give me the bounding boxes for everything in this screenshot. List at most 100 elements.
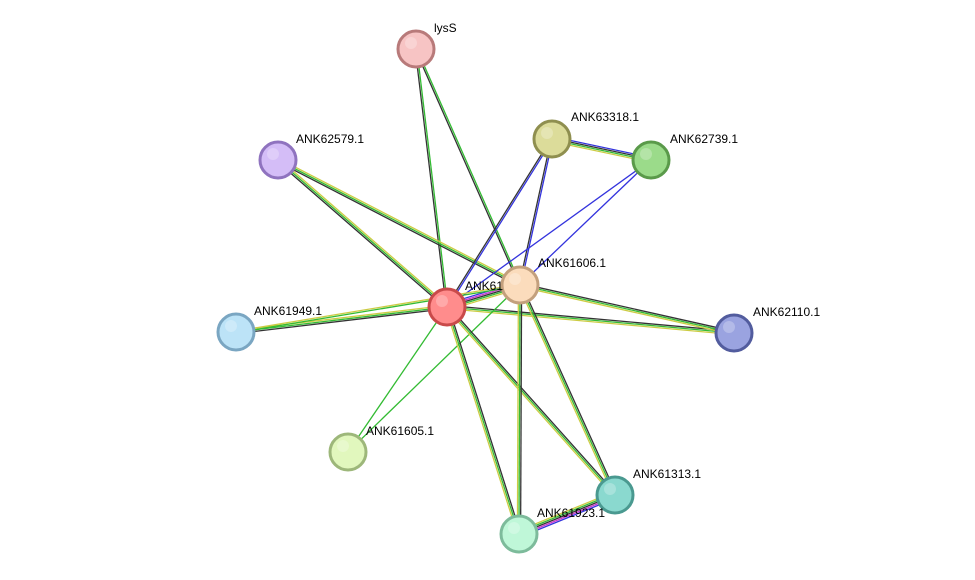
edge-line [414, 49, 520, 286]
edge-ANK61_center-ANK61605.1 [347, 306, 448, 453]
edge-ANK61606.1-lysS [414, 48, 522, 286]
edge-line [519, 285, 734, 336]
edge-line [446, 306, 520, 535]
node-circle[interactable] [427, 287, 467, 327]
node-circle[interactable] [631, 140, 671, 180]
edge-line [276, 160, 447, 309]
node-highlight [604, 483, 616, 495]
edge-ANK61606.1-ANK63318.1 [518, 138, 554, 286]
edge-line [414, 49, 447, 308]
edge-line [277, 159, 521, 286]
edge-line [447, 304, 735, 333]
edge-ANK61_center-ANK61923.1 [444, 306, 522, 535]
edge-line [236, 285, 521, 334]
labels-layer: lysS ANK62579.1 ANK63318.1ANK62739.1ANK616… [254, 21, 820, 520]
edge-ANK61606.1-ANK62739.1 [519, 159, 652, 286]
edge-ANK61_center-lysS [414, 48, 449, 308]
node-ANK62739.1[interactable] [631, 140, 671, 180]
edge-line [235, 306, 448, 333]
node-lysS[interactable] [396, 29, 436, 69]
node-circle[interactable] [258, 140, 298, 180]
node-label: ANK62110.1 [753, 305, 820, 319]
node-highlight [541, 127, 553, 139]
edge-line [446, 306, 735, 334]
node-highlight [509, 273, 521, 285]
edge-line [446, 306, 616, 496]
node-ANK61606.1[interactable] [500, 265, 540, 305]
node-highlight [640, 148, 652, 160]
edge-line [276, 160, 520, 287]
edge-line [347, 306, 448, 453]
edge-line [518, 138, 552, 285]
node-label: ANK61949.1 [254, 304, 322, 318]
node-ANK61923.1[interactable] [499, 514, 539, 554]
edge-ANK61_center-ANK61313.1 [445, 305, 617, 497]
node-circle[interactable] [532, 119, 572, 159]
node-highlight [225, 320, 237, 332]
edge-line [520, 282, 735, 333]
edge-line [235, 304, 447, 332]
node-circle[interactable] [595, 475, 635, 515]
edge-line [236, 307, 448, 335]
edge-line [235, 283, 520, 332]
edge-line [278, 158, 522, 285]
node-label: ANK61606.1 [538, 256, 606, 270]
edge-ANK61606.1-ANK62110.1 [519, 282, 735, 336]
edge-line [519, 284, 616, 496]
node-label: lysS [434, 21, 457, 35]
edge-line [516, 284, 520, 534]
edge-line [347, 284, 521, 453]
edge-line [447, 305, 617, 495]
edge-line [445, 307, 615, 497]
edge-ANK61606.1-ANK61605.1 [347, 284, 521, 453]
node-ANK61313.1[interactable] [595, 475, 635, 515]
edge-line [277, 159, 448, 308]
node-highlight [337, 440, 349, 452]
node-ANK63318.1[interactable] [532, 119, 572, 159]
node-label: ANK61605.1 [366, 424, 434, 438]
node-ANK61949.1[interactable] [216, 312, 256, 352]
node-circle[interactable] [499, 514, 539, 554]
edge-line [519, 285, 523, 535]
edge-line [446, 159, 652, 308]
edge-line [519, 159, 652, 286]
edge-ANK61_center-ANK62110.1 [446, 304, 735, 336]
node-label: ANK61313.1 [633, 467, 701, 481]
edge-line [519, 284, 735, 334]
edge-line [520, 139, 554, 286]
edge-line [446, 307, 734, 336]
node-ANK62579.1[interactable] [258, 140, 298, 180]
node-label: ANK62579.1 [296, 132, 364, 146]
node-circle[interactable] [328, 432, 368, 472]
edge-line [447, 306, 522, 534]
edge-ANK61606.1-ANK62579.1 [276, 158, 522, 287]
node-ANK61605.1[interactable] [328, 432, 368, 472]
edge-line [416, 48, 522, 285]
edge-line [278, 158, 449, 307]
node-highlight [405, 37, 417, 49]
edge-ANK61606.1-ANK61949.1 [235, 283, 521, 334]
edge-line [517, 285, 615, 496]
edge-line [447, 139, 554, 308]
nodes-layer [216, 29, 754, 554]
node-highlight [267, 148, 279, 160]
edge-ANK61_center-ANK62579.1 [276, 158, 449, 309]
edge-line [445, 138, 552, 307]
edge-ANK61606.1-ANK61313.1 [517, 284, 618, 496]
edge-line [518, 284, 521, 535]
edge-ANK61_center-ANK63318.1 [445, 138, 554, 308]
edge-line [416, 48, 449, 307]
node-ANK61_center[interactable] [427, 287, 467, 327]
edge-ANK61_center-ANK61949.1 [235, 304, 448, 335]
edge-ANK61_center-ANK62739.1 [446, 159, 652, 308]
node-circle[interactable] [500, 265, 540, 305]
node-highlight [436, 295, 448, 307]
node-circle[interactable] [714, 313, 754, 353]
node-label: ANK61 [465, 279, 503, 293]
node-circle[interactable] [216, 312, 256, 352]
node-label: ANK62739.1 [670, 132, 738, 146]
node-circle[interactable] [396, 29, 436, 69]
node-ANK62110.1[interactable] [714, 313, 754, 353]
node-label: ANK63318.1 [571, 110, 639, 124]
